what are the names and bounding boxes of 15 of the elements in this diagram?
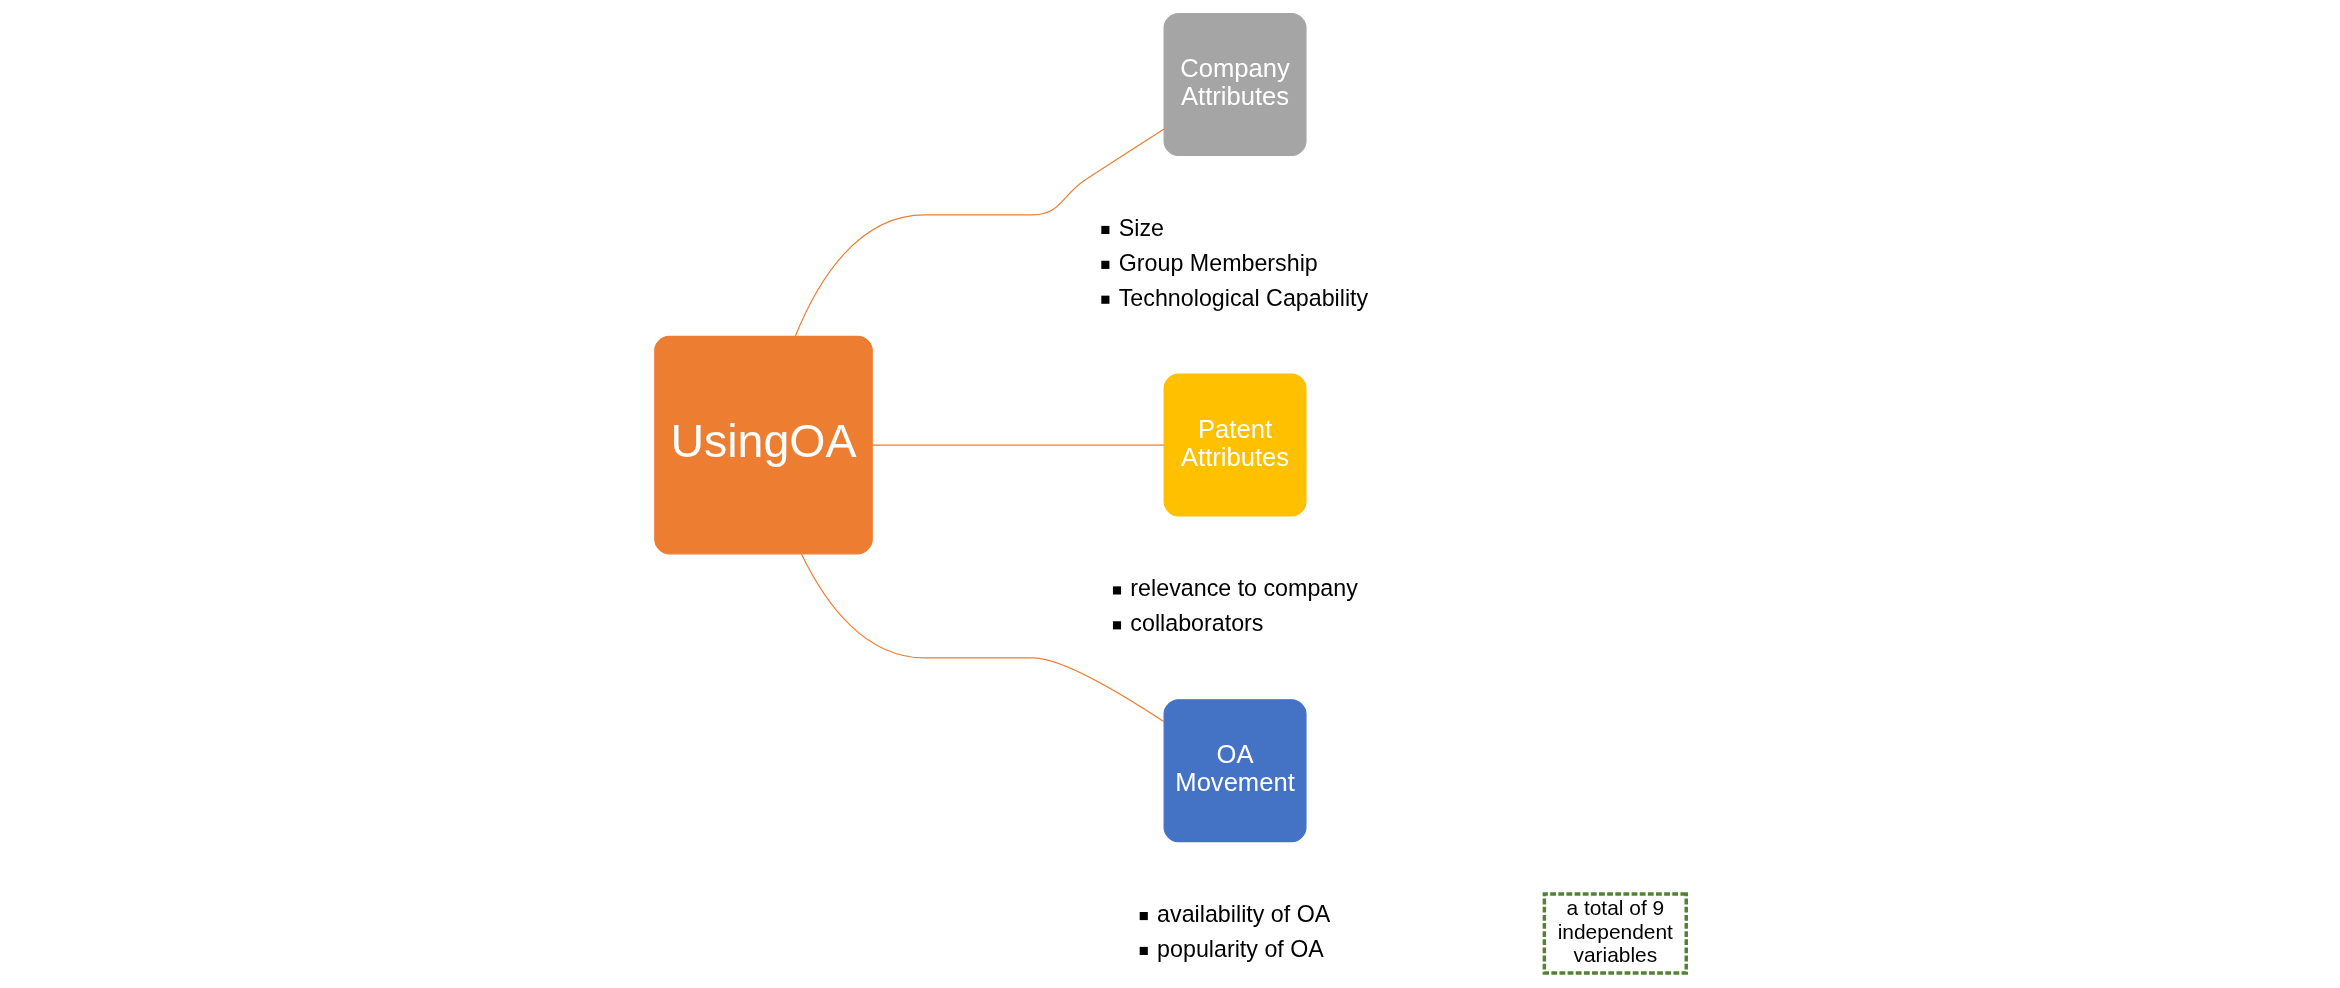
node-box: Company Attributes xyxy=(1163,12,1307,156)
node-label: Group Membership xyxy=(1118,249,1318,276)
node-label: relevance to company xyxy=(1129,574,1358,601)
connector xyxy=(794,127,1165,337)
node-box: a total of 9 independent variables xyxy=(1542,891,1688,975)
connector xyxy=(871,444,1165,446)
node-label: popularity of OA xyxy=(1156,935,1324,962)
node-label: availability of OA xyxy=(1156,900,1330,927)
node-box: Patent Attributes xyxy=(1163,373,1307,517)
node-label: Technological Capability xyxy=(1118,284,1368,311)
node-box: OA Movement xyxy=(1163,698,1307,842)
node-box: UsingOA xyxy=(653,335,873,554)
node-label: collaborators xyxy=(1129,609,1263,636)
node-label: Size xyxy=(1118,214,1164,241)
connector xyxy=(800,552,1164,722)
